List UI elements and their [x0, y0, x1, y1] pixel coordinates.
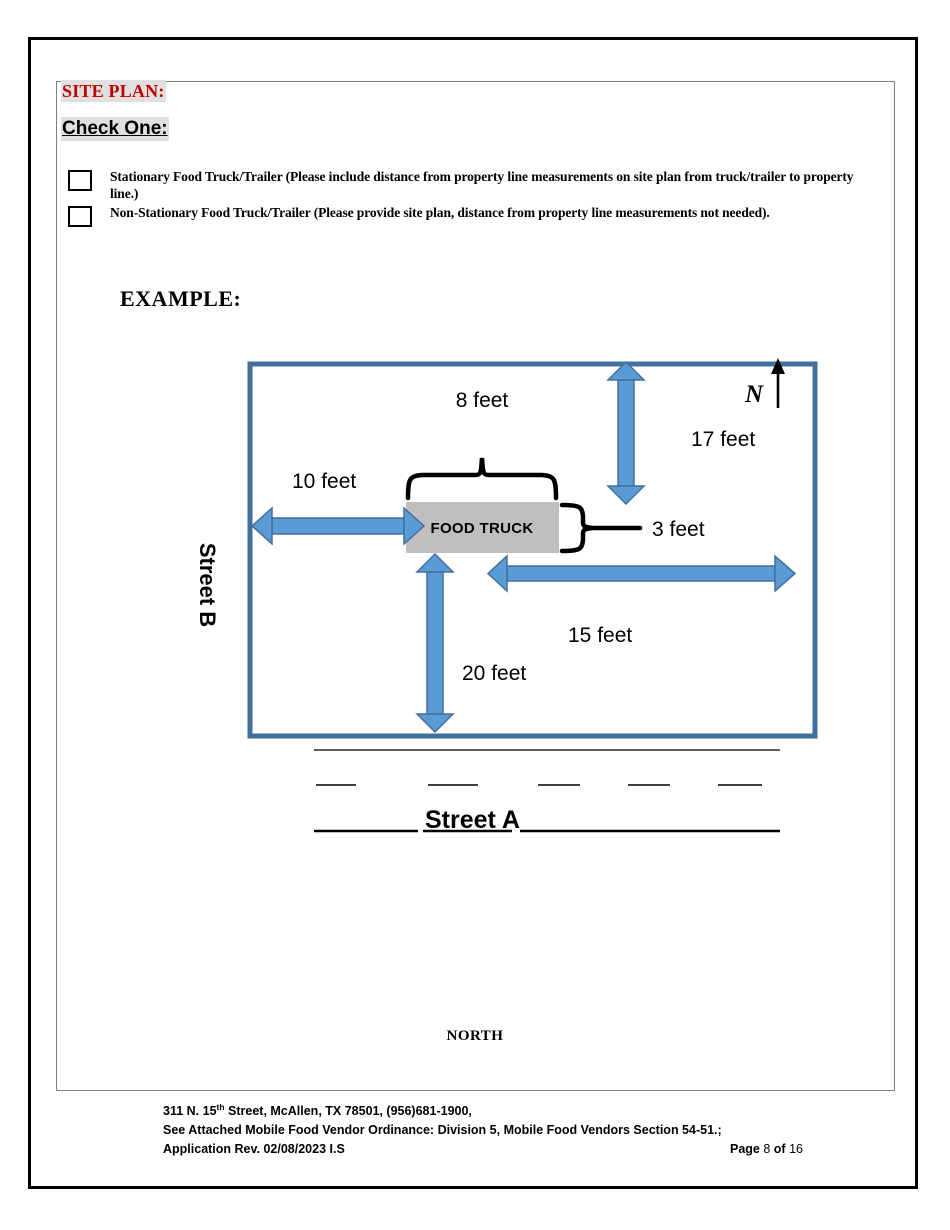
footer-address-pre: 311 N. 15 — [163, 1104, 217, 1119]
north-arrow-icon — [771, 358, 785, 408]
food-truck-label: FOOD TRUCK — [431, 520, 534, 537]
checkbox-stationary[interactable] — [68, 170, 92, 191]
site-plan-diagram: Street B FOOD TRUCK 8 feet 3 feet 10 fee… — [170, 350, 850, 850]
page-number-total: 16 — [789, 1142, 803, 1157]
content-inner-border — [56, 81, 895, 1091]
checkbox-label-stationary: Stationary Food Truck/Trailer (Please in… — [110, 169, 854, 201]
check-one-heading: Check One: — [61, 117, 169, 141]
page-number-label: Page — [729, 1142, 760, 1157]
page-number-current: 8 — [763, 1142, 771, 1157]
top-setback-arrow — [606, 360, 646, 506]
truck-width-label: 8 feet — [456, 389, 509, 412]
footer-address-post: Street, McAllen, TX 78501, (956)681-1900… — [224, 1104, 472, 1119]
footer-revision-text: Application Rev. 02/08/2023 I.S — [163, 1142, 345, 1157]
bottom-setback-label: 20 feet — [462, 662, 526, 685]
footer-revision-line: Application Rev. 02/08/2023 I.S Page 8 o… — [163, 1140, 803, 1159]
street-b-label: Street B — [195, 543, 220, 627]
left-setback-arrow — [250, 506, 426, 546]
footer-address-line: 311 N. 15th Street, McAllen, TX 78501, (… — [163, 1098, 803, 1121]
checkbox-row-stationary[interactable]: Stationary Food Truck/Trailer (Please in… — [68, 168, 868, 202]
check-one-options: Stationary Food Truck/Trailer (Please in… — [68, 168, 868, 227]
truck-depth-brace — [559, 502, 593, 554]
truck-depth-label: 3 feet — [652, 518, 705, 541]
left-setback-label: 10 feet — [292, 470, 356, 493]
north-letter-label: N — [744, 381, 764, 408]
checkbox-non-stationary[interactable] — [68, 206, 92, 227]
bottom-setback-arrow — [415, 552, 455, 734]
right-setback-label: 15 feet — [568, 624, 632, 647]
page-number-of: of — [773, 1142, 786, 1157]
page-number: Page 8 of 16 — [730, 1140, 803, 1159]
footer-address-ordinal: th — [216, 1102, 225, 1112]
truck-width-brace — [405, 457, 559, 501]
street-a-label: Street A — [425, 806, 520, 834]
checkbox-label-non-stationary: Non-Stationary Food Truck/Trailer (Pleas… — [110, 205, 770, 220]
page-footer: 311 N. 15th Street, McAllen, TX 78501, (… — [163, 1098, 803, 1159]
footer-ordinance-line: See Attached Mobile Food Vendor Ordinanc… — [163, 1123, 722, 1138]
site-plan-heading: SITE PLAN: — [61, 80, 166, 102]
lot-boundary-rect — [247, 361, 818, 739]
top-setback-label: 17 feet — [691, 428, 755, 451]
example-heading: EXAMPLE: — [120, 286, 242, 311]
food-truck-box — [406, 502, 559, 553]
north-word-label: NORTH — [446, 1028, 504, 1044]
checkbox-row-non-stationary[interactable]: Non-Stationary Food Truck/Trailer (Pleas… — [68, 204, 868, 227]
right-setback-arrow — [486, 554, 797, 593]
page-outer-border — [28, 37, 918, 1189]
